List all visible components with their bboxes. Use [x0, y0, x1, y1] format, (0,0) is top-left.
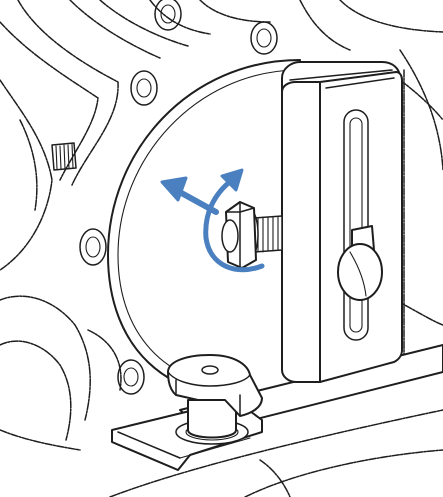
threaded-stud-left [51, 142, 77, 171]
loosen-rotation-arrow-icon [203, 168, 265, 273]
hex-nut-and-bolt [221, 201, 283, 269]
hub-bolt-holes [79, 0, 278, 395]
wing-nut-bottom [167, 354, 263, 445]
wheel-background [0, 0, 443, 451]
slotted-bracket [281, 61, 403, 383]
slot-knob [337, 225, 383, 301]
